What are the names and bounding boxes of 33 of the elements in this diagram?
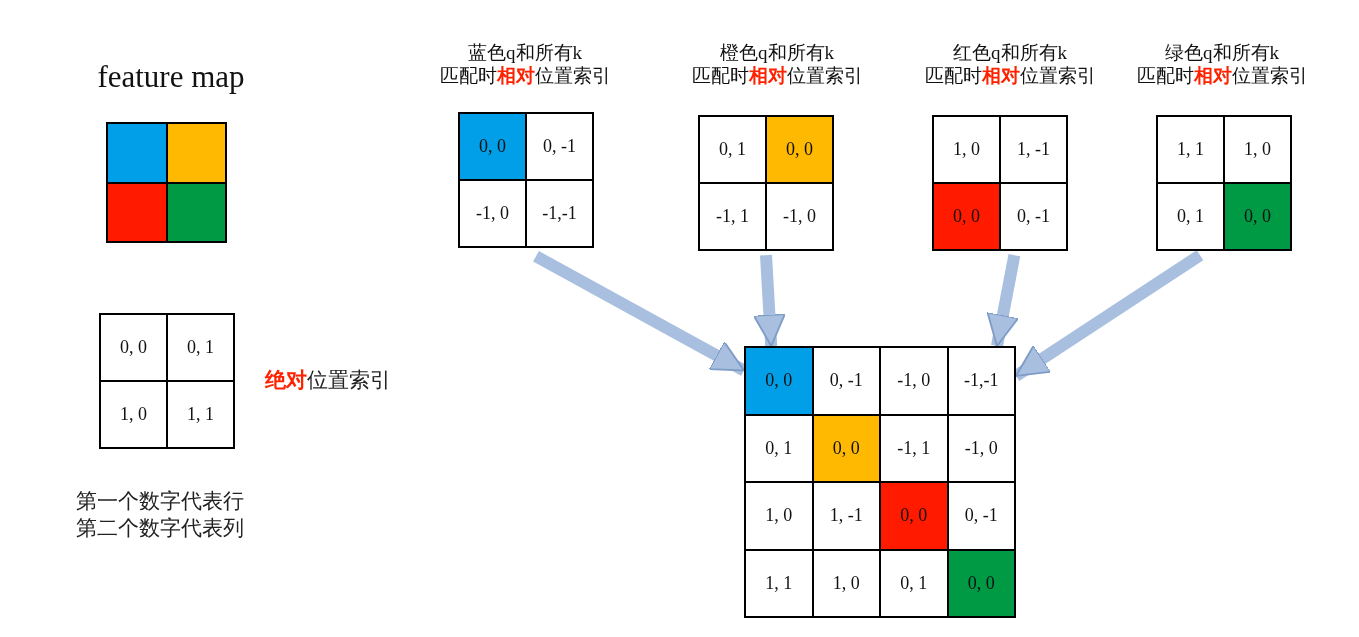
grid-heading: 绿色q和所有k匹配时相对位置索引: [1135, 41, 1309, 87]
grid-cell: 0, 0: [932, 182, 1001, 251]
grid-cell: 0, -1: [525, 112, 594, 181]
grid-cell: 0, 0: [458, 112, 527, 181]
grid-cell: 1, 0: [1223, 115, 1292, 184]
grid-heading: 蓝色q和所有k匹配时相对位置索引: [438, 41, 612, 87]
grid-cell: -1, 0: [765, 182, 834, 251]
grid-cell: 1, 1: [1156, 115, 1225, 184]
index-grid: [744, 346, 1016, 618]
grid-heading: 橙色q和所有k匹配时相对位置索引: [690, 41, 864, 87]
arrow: [752, 254, 786, 347]
grid-cell: 0, 0: [765, 115, 834, 184]
grid-cell: 1, -1: [999, 115, 1068, 184]
grid-caption: 绝对位置索引: [265, 367, 391, 394]
grid-heading: 红色q和所有k匹配时相对位置索引: [923, 41, 1097, 87]
grid-cell: -1, 1: [698, 182, 767, 251]
grid-cell: [106, 122, 168, 184]
grid-cell: 0, 0: [879, 481, 949, 551]
grid-cell: [165, 122, 227, 184]
grid-cell: 0, 0: [744, 346, 814, 416]
grid-cell: [106, 181, 168, 243]
grid-cell: [165, 181, 227, 243]
grid-cell: -1, 0: [458, 179, 527, 248]
grid-cell: 0, 1: [698, 115, 767, 184]
note-text: 第一个数字代表行第二个数字代表列: [76, 488, 245, 542]
grid-cell: 0, 0: [946, 548, 1016, 618]
grid-heading: feature map: [96, 58, 246, 95]
grid-cell: 0, 0: [1223, 182, 1292, 251]
grid-cell: 0, 1: [1156, 182, 1225, 251]
grid-cell: 0, -1: [999, 182, 1068, 251]
grid-cell: -1,-1: [525, 179, 594, 248]
arrow: [986, 254, 1021, 348]
grid-cell: 1, 0: [932, 115, 1001, 184]
